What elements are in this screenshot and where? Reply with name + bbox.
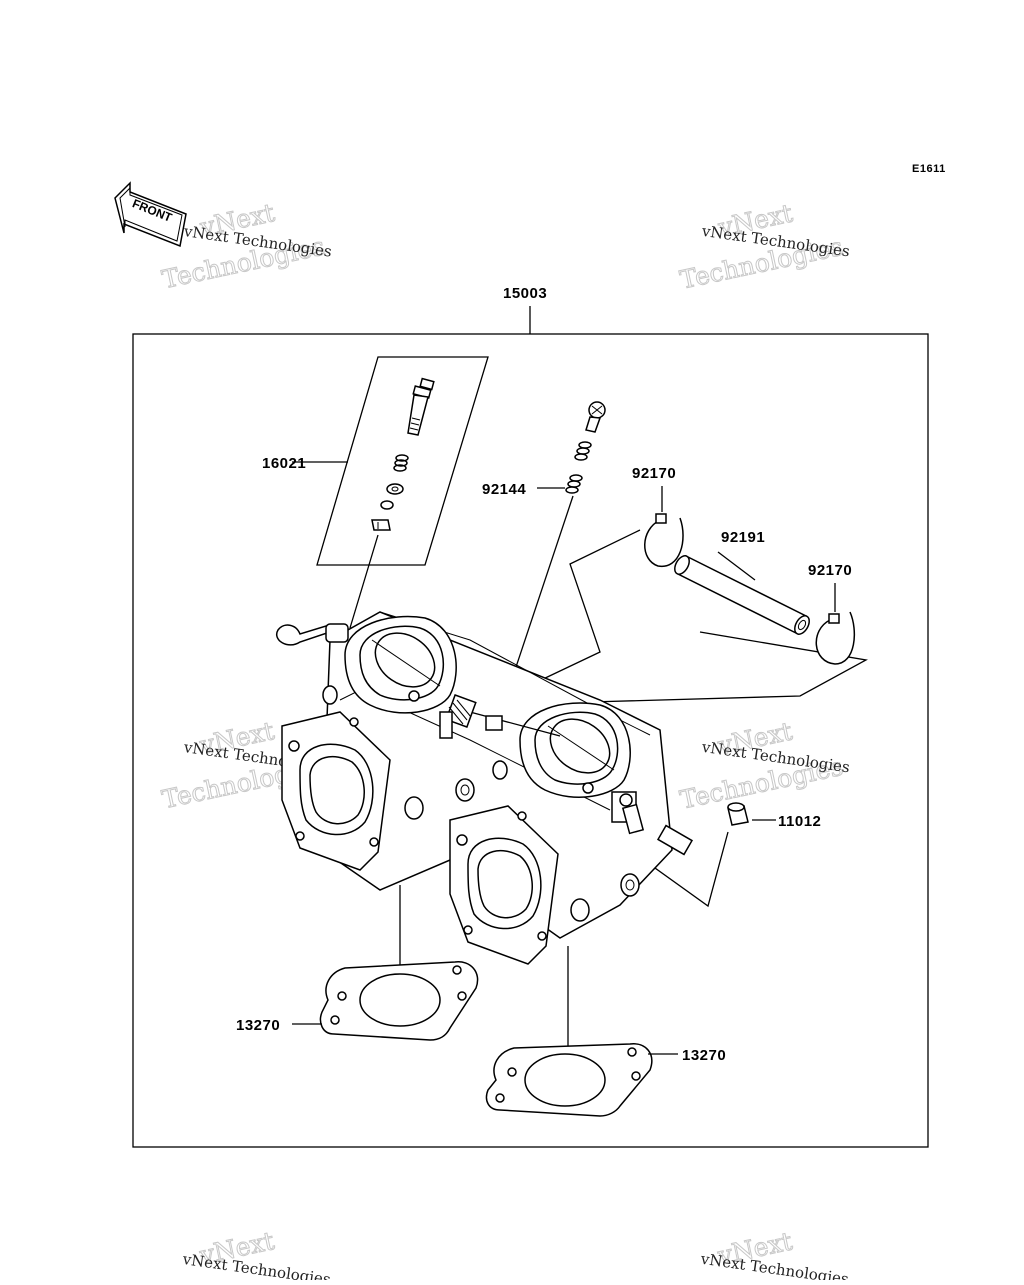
label-92144: 92144 bbox=[482, 481, 526, 498]
assembly-frame bbox=[132, 333, 929, 1148]
cap-11012 bbox=[727, 802, 749, 826]
idle-screw bbox=[585, 401, 606, 433]
label-13270-right: 13270 bbox=[682, 1047, 726, 1064]
pilot-spring bbox=[393, 454, 409, 472]
throttle-body bbox=[275, 611, 694, 965]
diagram-code: E1611 bbox=[912, 163, 946, 175]
watermark-top-left: vNext Technologies vNext Technologies bbox=[159, 198, 333, 295]
pilot-washer bbox=[386, 483, 404, 495]
kit-box-16021 bbox=[316, 356, 489, 566]
watermark-mid-right: vNext Technologies vNext Technologies bbox=[677, 716, 851, 815]
gasket-13270-right bbox=[485, 1043, 653, 1117]
hose-clamp-1 bbox=[644, 513, 684, 567]
o-ring bbox=[380, 500, 394, 510]
label-92170-top: 92170 bbox=[632, 465, 676, 482]
watermark-bottom-right: vNext vNext Technologies bbox=[699, 1226, 850, 1285]
label-92191: 92191 bbox=[721, 529, 765, 546]
label-16021: 16021 bbox=[262, 455, 306, 472]
hose-92191 bbox=[674, 554, 810, 636]
label-15003: 15003 bbox=[503, 285, 547, 302]
watermark-top-right: vNext Technologies vNext Technologies bbox=[677, 198, 851, 295]
watermark-bottom-left: vNext vNext Technologies bbox=[181, 1226, 332, 1285]
label-11012: 11012 bbox=[778, 813, 821, 830]
label-92170-right: 92170 bbox=[808, 562, 852, 579]
hose-clamp-2 bbox=[815, 611, 856, 665]
idle-spring bbox=[565, 441, 592, 494]
gasket-13270-left bbox=[319, 961, 479, 1041]
front-arrow-icon: FRONT bbox=[114, 181, 187, 248]
pilot-nut bbox=[371, 519, 391, 531]
label-13270-left: 13270 bbox=[236, 1017, 280, 1034]
pilot-screw bbox=[407, 377, 435, 436]
